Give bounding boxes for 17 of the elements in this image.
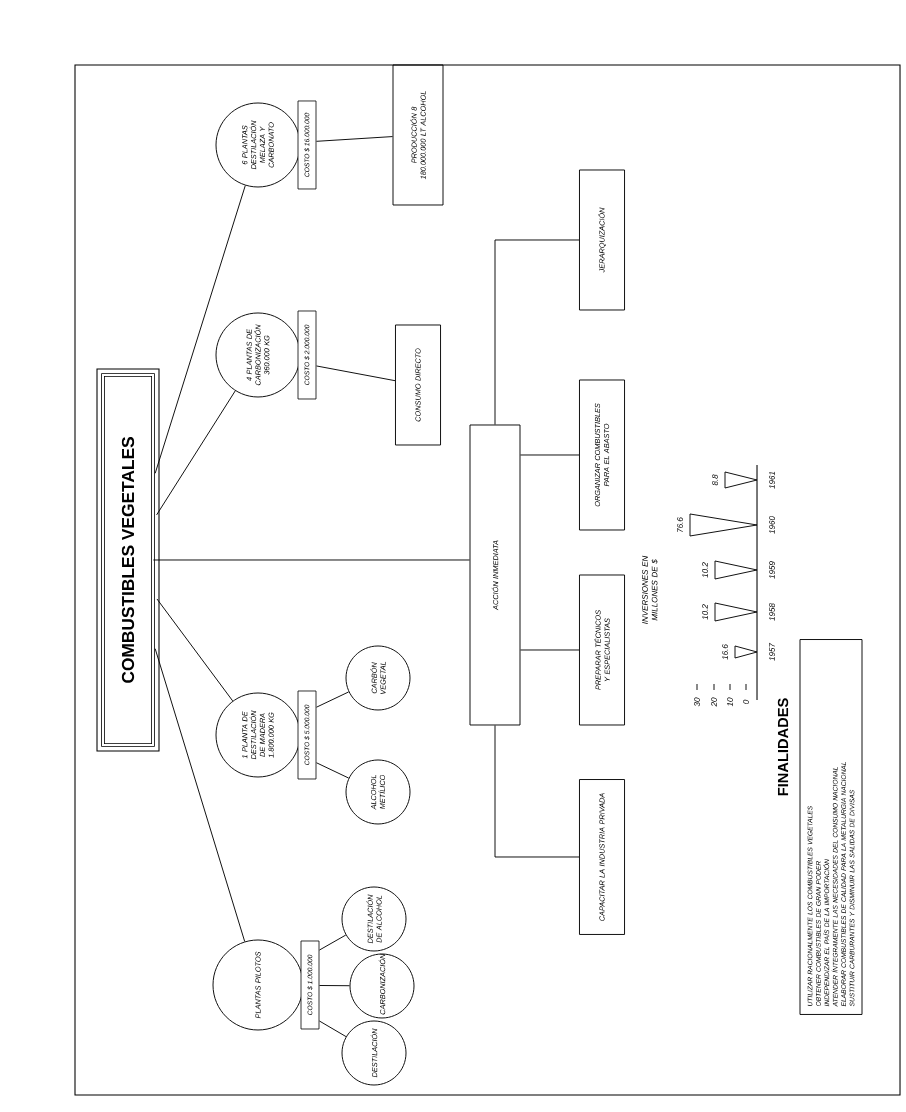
value-label: 10.2 [702,604,708,620]
tick-label: 10 [727,697,733,707]
value-label: 10.2 [702,562,708,578]
tick-label: 30 [694,697,700,707]
chart-title: INVERSIONES EN MILLONES DE $ [642,555,658,624]
tick-label: 20 [711,697,717,707]
year-label: 1961 [769,471,775,489]
title-box: COMBUSTIBLES VEGETALES [96,368,160,752]
value-label: 16.6 [722,644,728,660]
value-label: 8.8 [712,474,718,486]
year-label: 1957 [769,642,775,661]
year-label: 1960 [769,516,775,534]
heading: FINALIDADES [777,698,789,796]
year-label: 1958 [769,603,775,621]
year-label: 1959 [769,561,775,579]
tick-label: 0 [743,699,749,704]
value-label: 76.6 [677,517,683,532]
